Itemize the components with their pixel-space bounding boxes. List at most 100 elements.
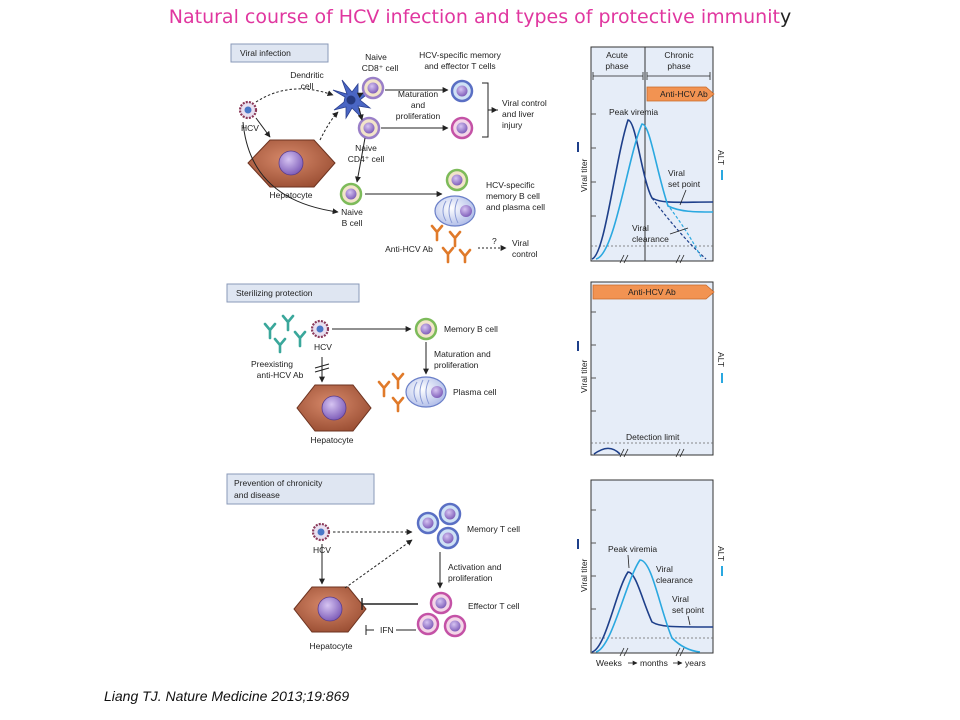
label-tmem-2: and effector T cells [424, 61, 495, 71]
panel-header-viral-infection: Viral infection [240, 48, 291, 58]
label-hepatocyte: Hepatocyte [311, 435, 354, 445]
graph-3-ylabel: Viral titer [579, 558, 589, 592]
label-peak: Peak viremia [608, 544, 657, 554]
curve-alt-light [595, 559, 701, 653]
label-cd4-1: Naive [355, 143, 377, 153]
panel-header-prevention-1: Prevention of chronicity [234, 478, 323, 488]
graph-1: Acute phase Chronic phase Anti-HCV Ab Pe… [577, 46, 726, 264]
label-vc-3: injury [502, 120, 523, 130]
graph-1-y2label: ALT [716, 150, 726, 165]
memory-b-cell-icon [414, 317, 438, 341]
label-memb: Memory B cell [444, 324, 498, 334]
label-years: years [685, 658, 706, 668]
label-hcv: HCV [241, 123, 259, 133]
label-hepatocyte: Hepatocyte [310, 641, 353, 651]
label-cd8-1: Naive [365, 52, 387, 62]
label-vctrl-1: Viral [512, 238, 529, 248]
hcv-virion-icon [238, 100, 258, 120]
label-months: months [640, 658, 668, 668]
dendritic-cell-icon [332, 79, 372, 120]
label-mat-1: Maturation and [434, 349, 491, 359]
panel-header-box [226, 473, 375, 505]
label-efft: Effector T cell [468, 601, 520, 611]
label-hcv: HCV [314, 342, 332, 352]
naive-cd4-cell-icon [357, 116, 381, 140]
graph-2-y2label: ALT [716, 352, 726, 367]
label-cd8-2: CD8⁺ cell [362, 63, 399, 73]
label-clearance-1: Viral [656, 564, 673, 574]
graph-2-frame [590, 281, 714, 456]
label-clearance-1: Viral [632, 223, 649, 233]
label-acute-2: phase [605, 61, 628, 71]
graph-2-ylabel: Viral titer [579, 359, 589, 393]
label-peak: Peak viremia [609, 107, 658, 117]
panel2-arrows [314, 326, 429, 383]
hepatocyte-icon [296, 384, 372, 432]
label-act-1: Activation and [448, 562, 502, 572]
label-bmem-3: and plasma cell [486, 202, 545, 212]
label-mat-1: Maturation [398, 89, 438, 99]
panel-header-prevention-2: and disease [234, 490, 280, 500]
label-bcell-1: Naive [341, 207, 363, 217]
hepatocyte-icon [247, 139, 336, 188]
graph-1-frame [590, 46, 714, 262]
slide-title: Natural course of HCV infection and type… [0, 6, 960, 28]
label-bmem-2: memory B cell [486, 191, 540, 201]
label-bmem-1: HCV-specific [486, 180, 535, 190]
label-ifn: IFN [380, 625, 394, 635]
label-clearance-2: clearance [656, 575, 693, 585]
plasma-cell-icon [405, 376, 447, 408]
label-anti-hcv-ab: Anti-HCV Ab [660, 89, 708, 99]
graph-3-frame [590, 479, 714, 654]
panel-header-box [226, 283, 360, 303]
label-setpoint-2: set point [672, 605, 705, 615]
panel-prevention: Prevention of chronicity and disease HCV… [226, 473, 520, 651]
graph-2: Anti-HCV Ab Detection limit Viral titer … [577, 281, 726, 458]
label-weeks: Weeks [596, 658, 622, 668]
hcv-virion-icon [311, 522, 331, 542]
label-clearance-2: clearance [632, 234, 669, 244]
label-detection: Detection limit [626, 432, 680, 442]
label-dendritic-1: Dendritic [290, 70, 324, 80]
label-act-2: proliferation [448, 573, 493, 583]
panel-viral-infection: Viral infection HCV Hepatocyte Dendritic… [230, 43, 547, 264]
panel-header-box [230, 43, 329, 63]
label-anti-hcv-ab: Anti-HCV Ab [628, 287, 676, 297]
label-chronic-2: phase [667, 61, 690, 71]
panel3-arrows [319, 529, 443, 635]
label-vc-2: and liver [502, 109, 534, 119]
hcv-virion-icon [310, 319, 330, 339]
label-acute-1: Acute [606, 50, 628, 60]
label-tmem-1: HCV-specific memory [419, 50, 501, 60]
label-antibody: Anti-HCV Ab [385, 244, 433, 254]
preexisting-antibody-icons [263, 314, 307, 354]
effector-t-cell-icons [416, 591, 467, 638]
label-setpoint-1: Viral [672, 594, 689, 604]
curve-alt-light [595, 123, 714, 260]
graph-3-y2label: ALT [716, 546, 726, 561]
label-mat-3: proliferation [396, 111, 441, 121]
label-pre-1: Preexisting [251, 359, 293, 369]
label-mat-2: proliferation [434, 360, 479, 370]
label-pre-2: anti-HCV Ab [257, 370, 304, 380]
panel1-arrows [242, 87, 449, 215]
memory-t-cell-icon [450, 79, 474, 103]
anti-hcv-ab-arrow [646, 86, 715, 102]
label-dendritic-2: cell [301, 81, 314, 91]
label-hepatocyte: Hepatocyte [270, 190, 313, 200]
label-mat-2: and [411, 100, 425, 110]
antibody-icons [430, 224, 472, 264]
memory-b-cell-icon [445, 168, 469, 192]
graph-3: Peak viremia Viral clearance Viral set p… [577, 479, 726, 668]
label-plasma: Plasma cell [453, 387, 497, 397]
citation: Liang TJ. Nature Medicine 2013;19:869 [104, 688, 350, 704]
label-chronic-1: Chronic [664, 50, 694, 60]
label-cd4-2: CD4⁺ cell [348, 154, 385, 164]
label-question: ? [492, 236, 497, 246]
effector-t-cell-icon [450, 116, 474, 140]
antibody-icons [377, 372, 405, 413]
label-bcell-2: B cell [342, 218, 363, 228]
anti-hcv-ab-arrow [592, 284, 715, 300]
title-tail: y [779, 6, 792, 28]
